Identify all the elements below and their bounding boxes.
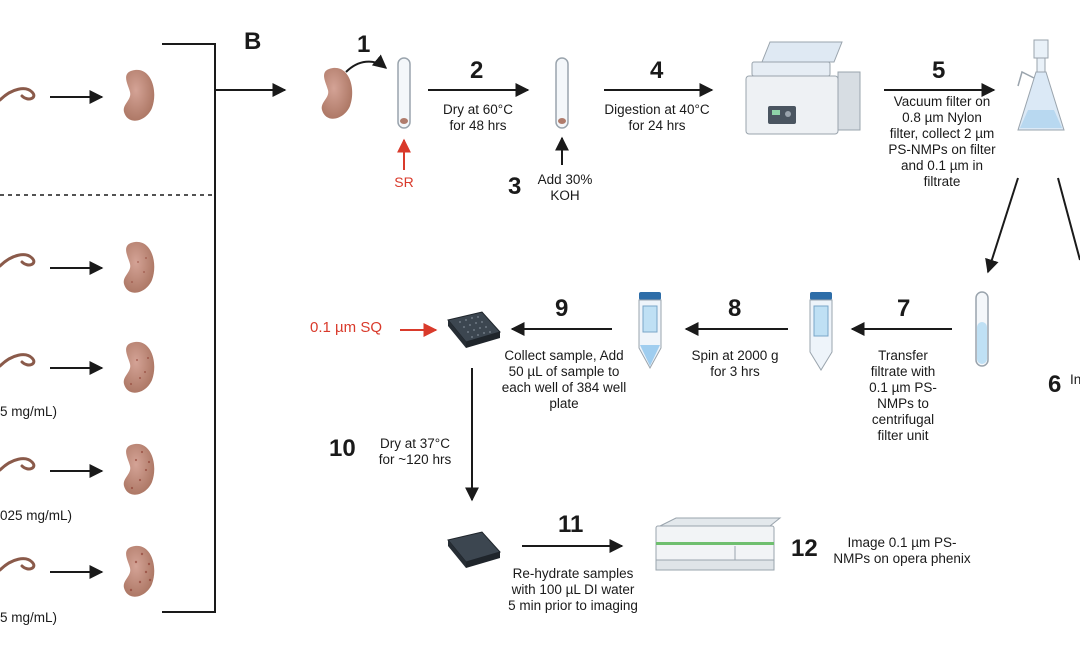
concentration-label: 5 mg/mL): [0, 610, 58, 625]
well-plate-icon: [447, 531, 501, 568]
kidney-icon: [123, 443, 155, 495]
test-tube-icon: [397, 57, 411, 129]
centrifugal-filter-icon: [809, 292, 833, 371]
kidney-icon: [123, 545, 155, 597]
vacuum-filter-icon: [1017, 39, 1065, 131]
left-panel: [0, 87, 36, 572]
worm-icon: [0, 557, 36, 572]
step-number-11: 11: [558, 511, 584, 538]
arrow: [1057, 177, 1080, 261]
test-tube-icon: [555, 57, 569, 129]
step-12-text: Image 0.1 µm PS-NMPs on opera phenix: [833, 535, 971, 566]
panel-label: B: [244, 28, 262, 55]
imaging-instrument-icon: [655, 517, 782, 571]
well-plate-icon: [447, 311, 501, 348]
kidney-icon: [123, 341, 155, 393]
step-number-1: 1: [357, 31, 371, 58]
sq-label: 0.1 µm SQ: [310, 319, 382, 336]
centrifuge-tube-icon: [638, 292, 662, 370]
step-number-9: 9: [555, 295, 569, 322]
filtrate-tube-icon: [975, 291, 989, 367]
concentration-label: 5 mg/mL): [0, 404, 58, 419]
kidney-icon: [123, 241, 155, 293]
worm-icon: [0, 87, 36, 102]
kidney-icons: [123, 69, 155, 597]
step-number-10: 10: [329, 435, 356, 462]
step-number-4: 4: [650, 57, 664, 84]
step-number-3: 3: [508, 173, 522, 200]
worm-icon: [0, 253, 36, 268]
step-number-7: 7: [897, 295, 911, 322]
step-number-12: 12: [791, 535, 818, 562]
step-3-text: Add 30%KOH: [537, 172, 593, 203]
step-6-text: In: [1070, 372, 1080, 387]
step-number-5: 5: [932, 57, 946, 84]
kidney-icon: [123, 69, 155, 121]
curved-arrow: [345, 54, 388, 73]
sr-label: SR: [394, 174, 414, 190]
concentration-label: 025 mg/mL): [0, 508, 73, 523]
water-bath-icon: [745, 41, 861, 135]
kidney-icon: [321, 67, 353, 119]
worm-icon: [0, 353, 36, 368]
step-number-2: 2: [470, 57, 484, 84]
bracket: [162, 43, 287, 613]
step-number-8: 8: [728, 295, 742, 322]
worm-icon: [0, 457, 36, 472]
arrow: [985, 177, 1019, 274]
step-number-6: 6: [1048, 371, 1062, 398]
